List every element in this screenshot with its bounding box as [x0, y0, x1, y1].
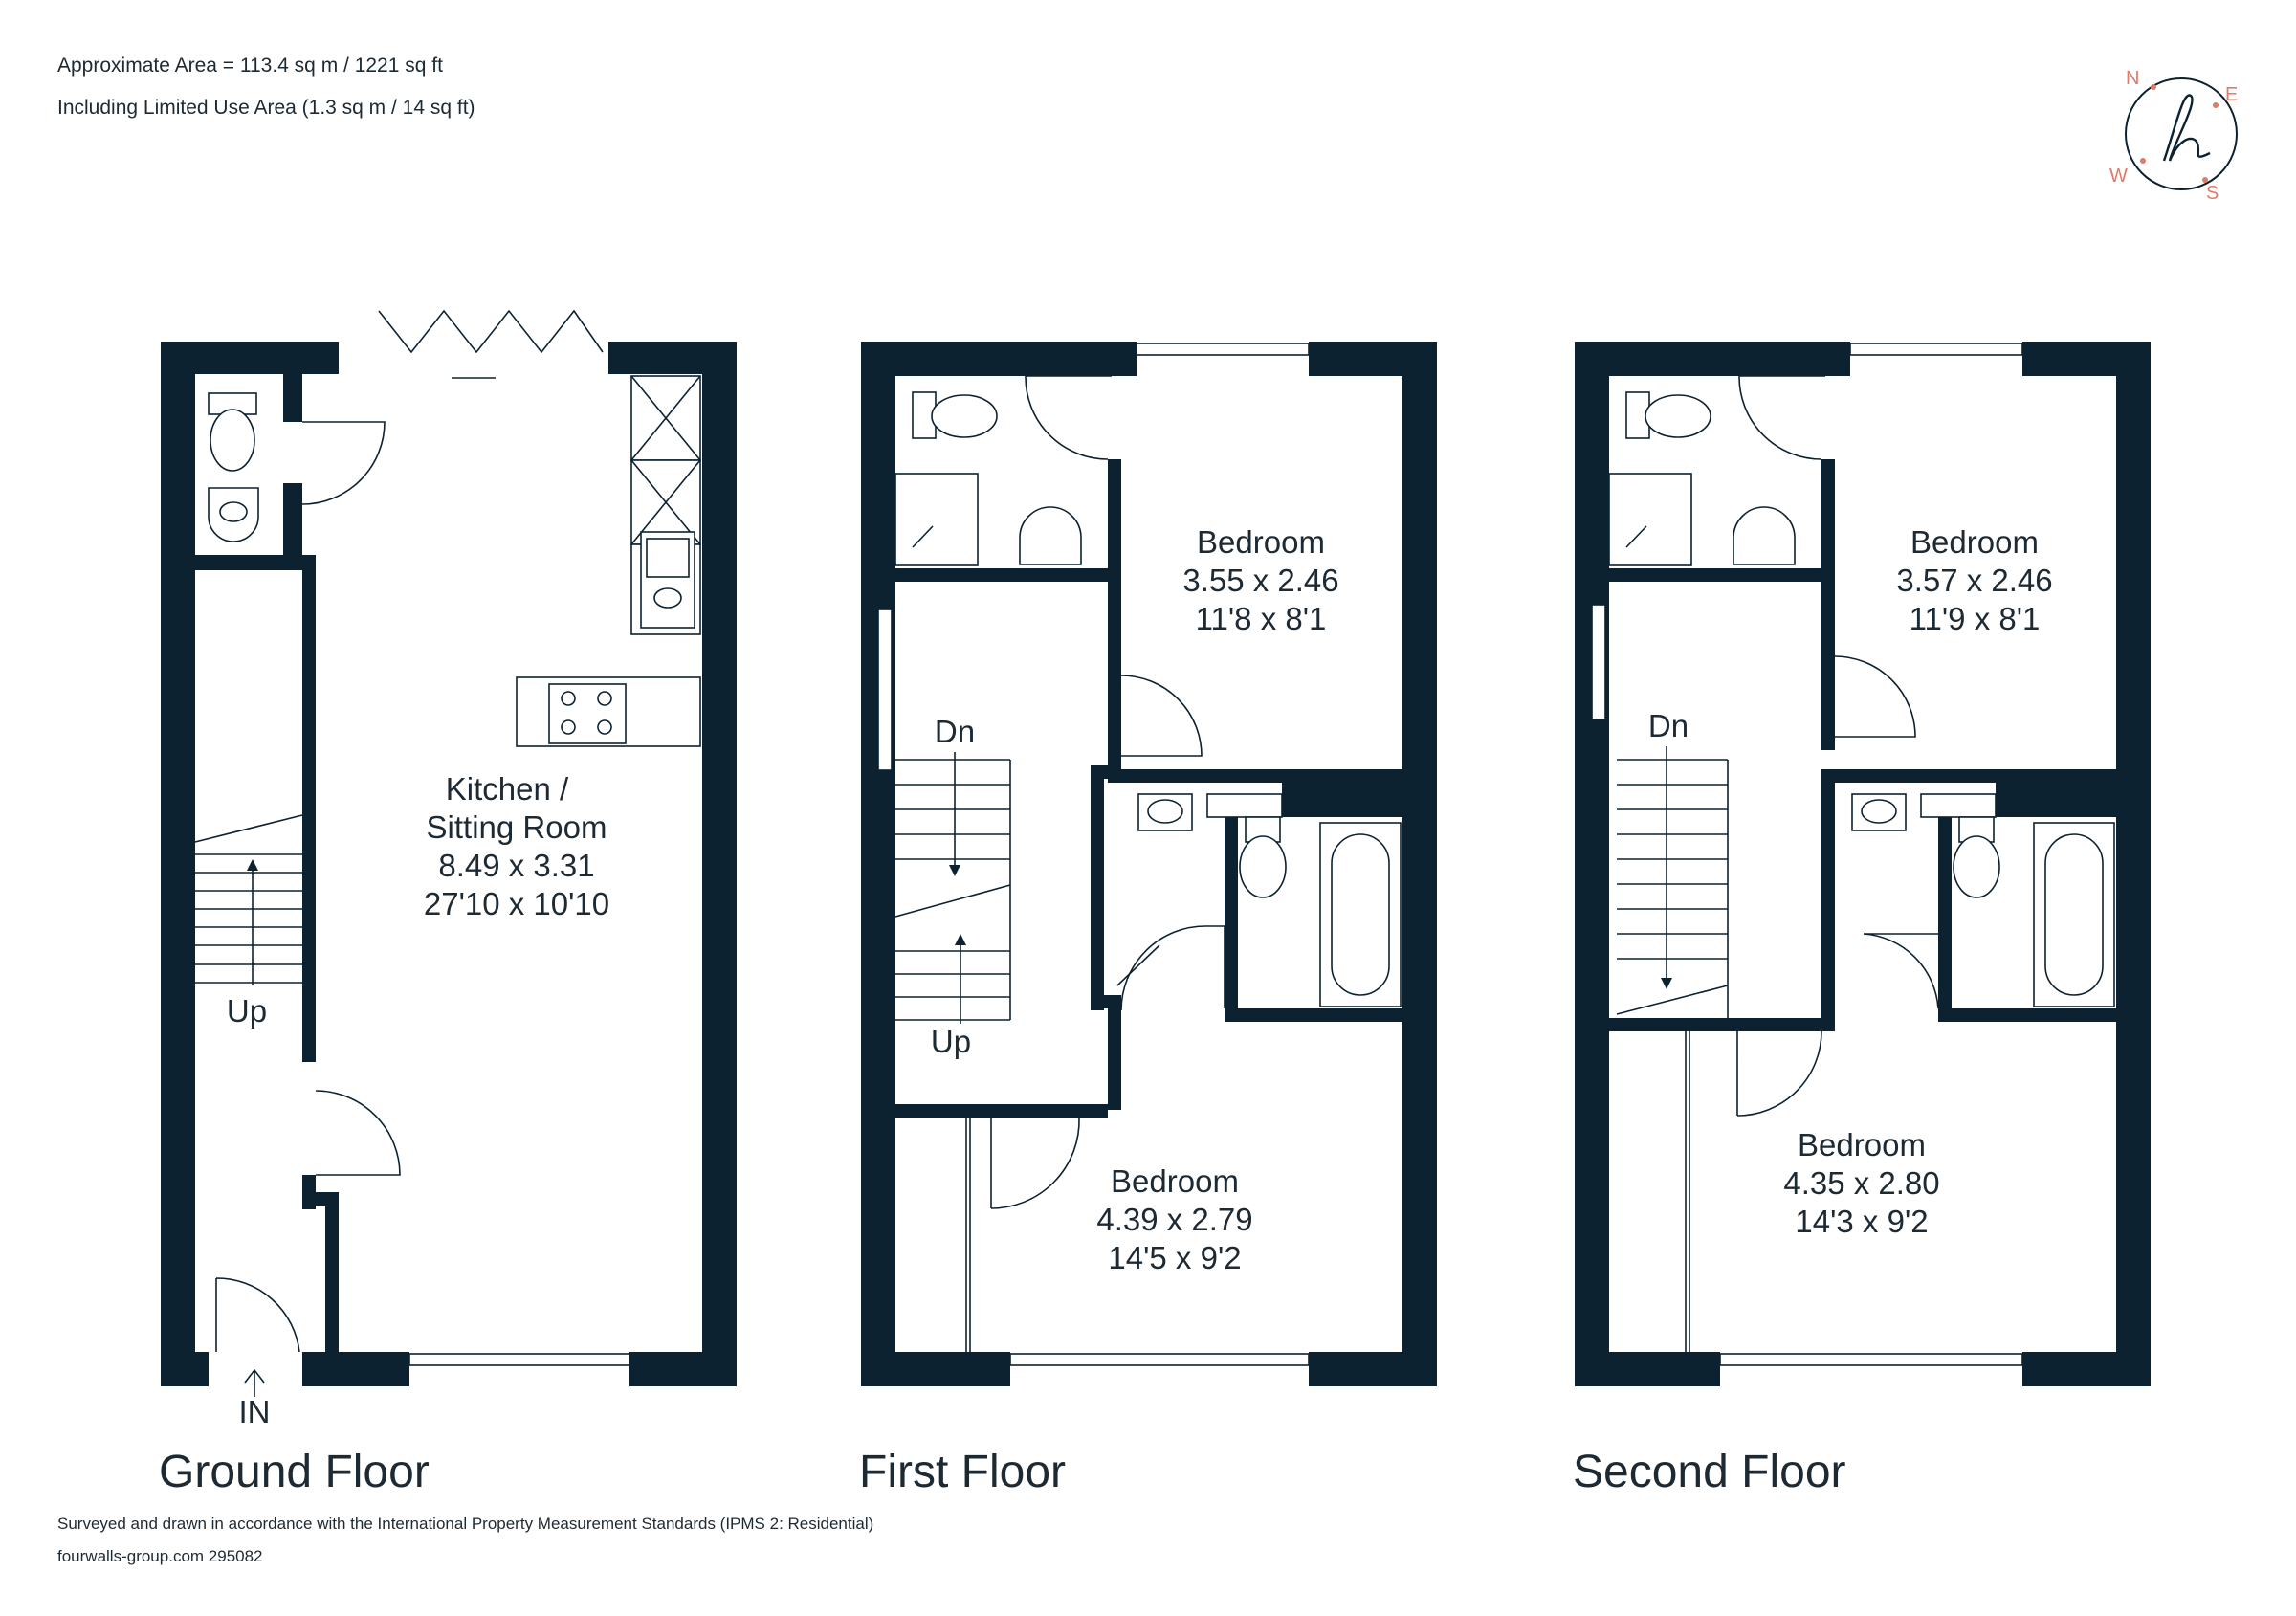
- compass-s: S: [2206, 183, 2219, 204]
- second-floor-title: Second Floor: [1573, 1447, 1846, 1497]
- first-bedroom-bottom-imperial: 14'5 x 9'2: [1108, 1240, 1241, 1275]
- second-bedroom-top-label: Bedroom: [1910, 524, 2039, 560]
- first-bedroom-bottom-label: Bedroom: [1111, 1163, 1239, 1199]
- first-bedroom-top-metric: 3.55 x 2.46: [1182, 563, 1338, 598]
- entrance-label: IN: [239, 1394, 271, 1429]
- first-bedroom-top-label: Bedroom: [1197, 524, 1325, 560]
- ground-stairs-up-label: Up: [227, 993, 267, 1029]
- ground-floor-plan: Kitchen / Sitting Room 8.49 x 3.31 27'10…: [161, 309, 737, 1429]
- second-bedroom-top-imperial: 11'9 x 8'1: [1910, 601, 2041, 636]
- kitchen-label-1: Kitchen /: [446, 771, 569, 807]
- second-stairs: [1616, 746, 1729, 1018]
- first-bedroom-top-imperial: 11'8 x 8'1: [1196, 601, 1327, 636]
- first-floor-plan: Bedroom 3.55 x 2.46 11'8 x 8'1 Bedroom 4…: [861, 342, 1437, 1386]
- first-stairs: [894, 752, 1011, 1024]
- second-floor-plan: Bedroom 3.57 x 2.46 11'9 x 8'1 Bedroom 4…: [1575, 342, 2151, 1386]
- kitchen-size-metric: 8.49 x 3.31: [438, 848, 594, 883]
- second-bedroom-top-metric: 3.57 x 2.46: [1896, 563, 2052, 598]
- first-bedroom-bottom-metric: 4.39 x 2.79: [1096, 1202, 1252, 1237]
- compass-n: N: [2126, 68, 2139, 89]
- first-stairs-up-label: Up: [931, 1024, 971, 1059]
- reference-note: fourwalls-group.com 295082: [57, 1547, 263, 1565]
- second-stairs-dn-label: Dn: [1648, 708, 1689, 743]
- compass-e: E: [2225, 84, 2238, 105]
- ground-stairs: [194, 814, 303, 985]
- second-bedroom-bottom-metric: 4.35 x 2.80: [1783, 1165, 1939, 1201]
- first-floor-title: First Floor: [859, 1447, 1066, 1497]
- kitchen-size-imperial: 27'10 x 10'10: [424, 886, 609, 921]
- compass-w: W: [2109, 166, 2128, 187]
- second-bedroom-bottom-label: Bedroom: [1798, 1127, 1926, 1162]
- ground-floor-title: Ground Floor: [159, 1447, 430, 1497]
- standards-note: Surveyed and drawn in accordance with th…: [57, 1515, 874, 1533]
- second-bedroom-bottom-imperial: 14'3 x 9'2: [1795, 1204, 1928, 1239]
- kitchen-label-2: Sitting Room: [427, 809, 607, 845]
- first-stairs-dn-label: Dn: [935, 714, 975, 749]
- compass-logo: N E S W: [2109, 68, 2238, 204]
- limited-use-area: Including Limited Use Area (1.3 sq m / 1…: [57, 97, 475, 119]
- h-logo-icon: [2162, 94, 2211, 162]
- area-summary: Approximate Area = 113.4 sq m / 1221 sq …: [57, 55, 443, 77]
